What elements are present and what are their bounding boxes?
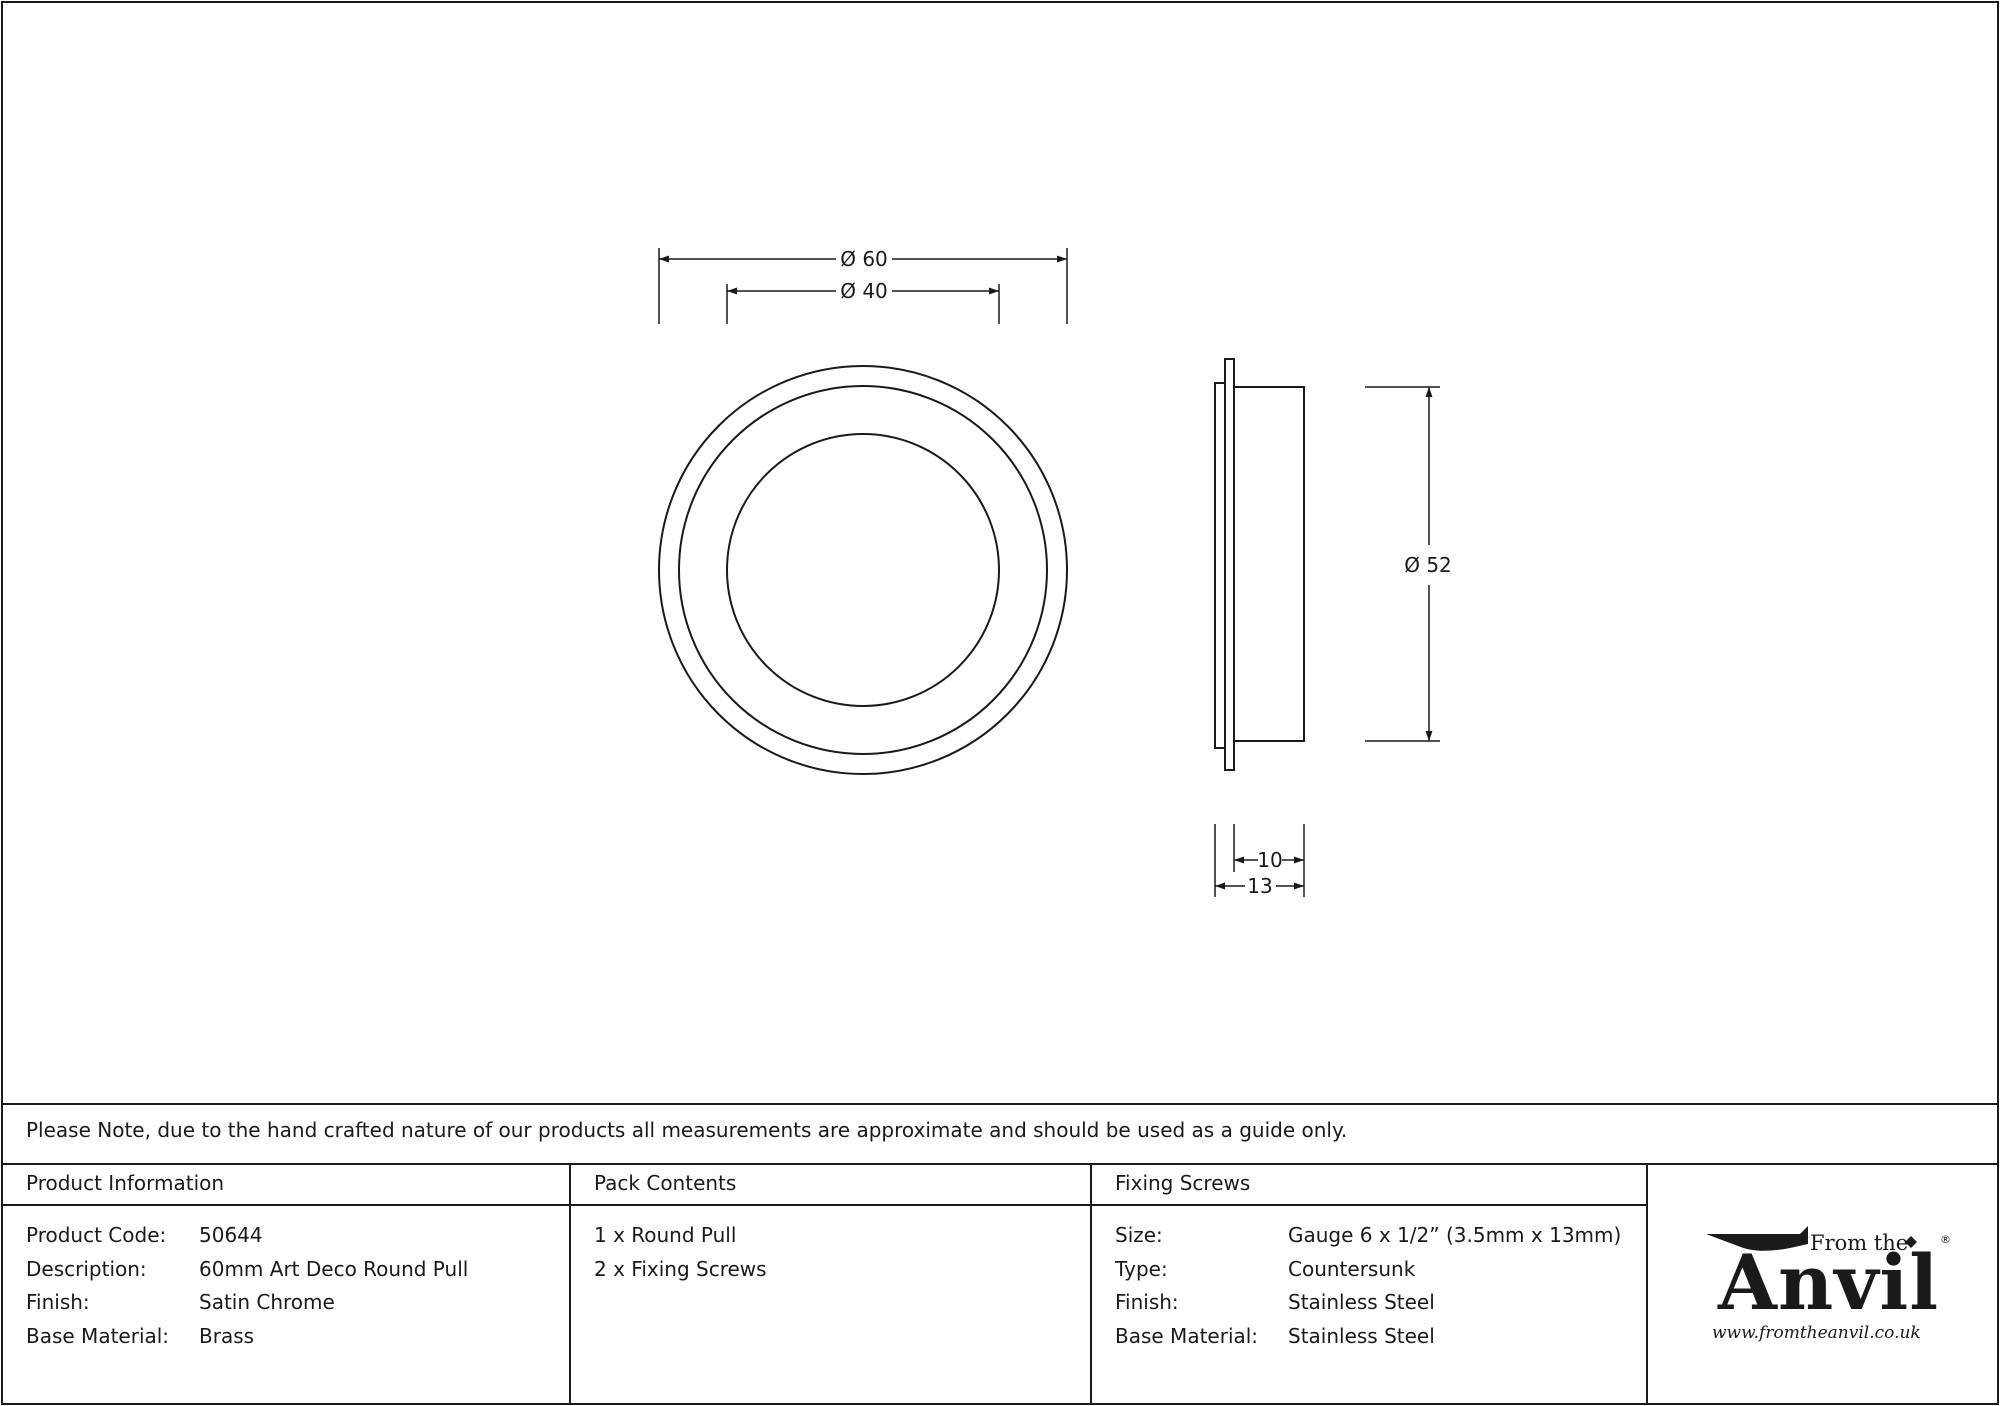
side-diameter-label: Ø 52 — [1404, 553, 1452, 577]
side-body — [1233, 386, 1305, 742]
front-view — [658, 365, 1068, 775]
screw-finish-value: Stainless Steel — [1288, 1290, 1435, 1314]
product-code-key: Product Code: — [26, 1223, 167, 1247]
measurement-note: Please Note, due to the hand crafted nat… — [26, 1118, 1348, 1142]
pack-contents-title: Pack Contents — [594, 1171, 737, 1195]
base-material-key: Base Material: — [26, 1324, 170, 1348]
product-code-value: 50644 — [199, 1223, 263, 1247]
dimension-outer-diameter — [658, 248, 1068, 324]
description-key: Description: — [26, 1257, 147, 1281]
depth-10-label: 10 — [1257, 848, 1282, 872]
logo-url-text: www.fromtheanvil.co.uk — [1712, 1323, 1921, 1343]
description-value: 60mm Art Deco Round Pull — [199, 1257, 469, 1281]
finish-value: Satin Chrome — [199, 1290, 335, 1314]
outer-rim-circle — [658, 365, 1068, 775]
screw-type-key: Type: — [1115, 1257, 1168, 1281]
depth-13-label: 13 — [1247, 874, 1272, 898]
pack-item: 1 x Round Pull — [594, 1223, 737, 1247]
screw-finish-key: Finish: — [1115, 1290, 1179, 1314]
screw-size-value: Gauge 6 x 1/2” (3.5mm x 13mm) — [1288, 1223, 1622, 1247]
pack-item: 2 x Fixing Screws — [594, 1257, 767, 1281]
inner-diameter-label: Ø 40 — [840, 279, 888, 303]
title-block-lines — [2, 1103, 1998, 1404]
screw-size-key: Size: — [1115, 1223, 1163, 1247]
middle-rim-circle — [678, 385, 1048, 755]
logo-brand-text: Anvil — [1718, 1238, 1940, 1327]
side-back-plate — [1214, 382, 1226, 749]
anvil-logo-graphic — [1706, 1226, 1917, 1251]
finish-key: Finish: — [26, 1290, 90, 1314]
dimension-inner-diameter — [726, 284, 1000, 324]
product-information-title: Product Information — [26, 1171, 225, 1195]
side-view — [1214, 358, 1305, 771]
logo-registered-mark: ® — [1940, 1233, 1951, 1246]
base-material-value: Brass — [199, 1324, 255, 1348]
outer-diameter-label: Ø 60 — [840, 247, 888, 271]
screw-base-material-key: Base Material: — [1115, 1324, 1259, 1348]
inner-recess-circle — [726, 433, 1000, 707]
brand-logo: From the ® Anvil www.fromtheanvil.co.uk — [1700, 1215, 1960, 1350]
fixing-screws-title: Fixing Screws — [1115, 1171, 1251, 1195]
dimension-depths — [1214, 824, 1305, 897]
screw-base-material-value: Stainless Steel — [1288, 1324, 1435, 1348]
screw-type-value: Countersunk — [1288, 1257, 1416, 1281]
dimension-side-diameter — [1365, 386, 1440, 742]
side-flange — [1224, 358, 1235, 771]
logo-from-text: From the — [1810, 1231, 1909, 1255]
